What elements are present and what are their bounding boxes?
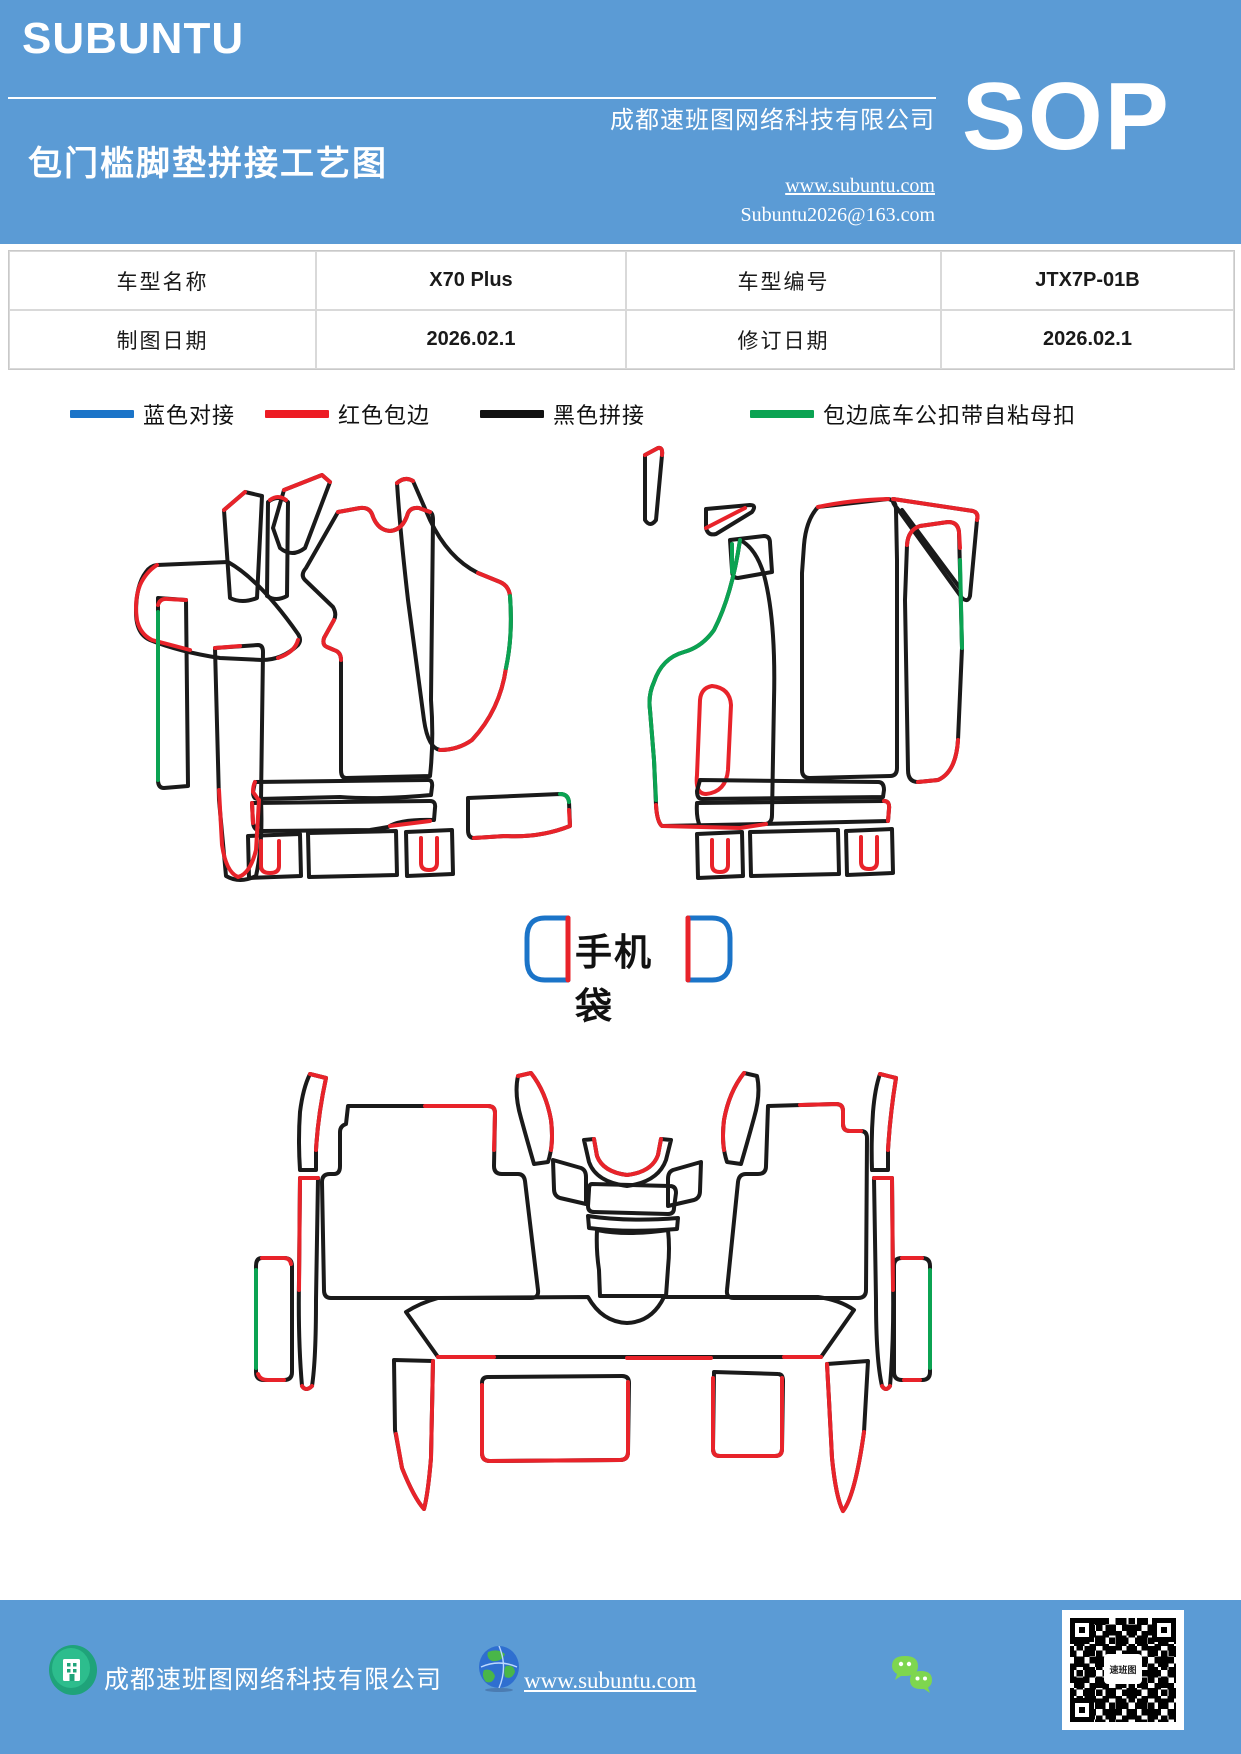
sill-bar	[251, 778, 435, 801]
legend-item-red: 红色包边	[265, 398, 430, 430]
company-name: 成都速班图网络科技有限公司	[610, 108, 935, 134]
globe-icon	[479, 1646, 519, 1692]
small-block	[404, 828, 455, 878]
console-strip	[721, 1071, 761, 1166]
bottom-box	[480, 1374, 631, 1463]
front-left-mat-group	[134, 473, 572, 882]
small-block	[306, 829, 399, 879]
cape-inner-line	[900, 508, 962, 590]
edge-block	[254, 1256, 294, 1382]
edge-block	[892, 1256, 932, 1382]
sop-label: SOP	[962, 63, 1171, 170]
red-edging	[643, 445, 980, 874]
arm-piece	[134, 560, 302, 662]
blade-piece	[222, 490, 264, 603]
legend-bar: 蓝色对接 红色包边 黑色拼接 包边底车公扣带自粘母扣	[0, 398, 1241, 438]
phone-bag-right	[685, 915, 733, 983]
console-stem	[594, 1228, 671, 1298]
console-quad	[666, 1160, 703, 1208]
red-line-swatch	[265, 410, 329, 418]
red-edging	[134, 473, 572, 879]
sill-bar	[695, 778, 886, 801]
console-quad	[551, 1158, 588, 1206]
footer-band: 成都速班图网络科技有限公司 www.subuntu.com 速班图	[0, 1600, 1241, 1754]
leaf-piece	[647, 538, 777, 828]
table-cell-label: 车型名称	[9, 251, 316, 310]
qr-code: 速班图	[1062, 1610, 1184, 1730]
wechat-icon	[892, 1656, 932, 1693]
qr-center-badge: 速班图	[1104, 1654, 1142, 1684]
leaf-cutout	[694, 684, 733, 796]
rear-sill-bar	[404, 1295, 856, 1359]
qr-finder-square	[1070, 1698, 1094, 1722]
table-cell-value: JTX7P-01B	[941, 251, 1234, 310]
console-box	[586, 1182, 678, 1216]
qr-finder-square	[1070, 1618, 1094, 1642]
vehicle-info-table: 车型名称 X70 Plus 车型编号 JTX7P-01B 制图日期 2026.0…	[8, 250, 1235, 370]
legend-item-black: 黑色拼接	[480, 398, 645, 430]
main-mat-outline	[800, 497, 899, 780]
phone-bag-label: 手机袋	[575, 932, 653, 1027]
table-cell-label: 车型编号	[626, 251, 941, 310]
phone-bag-left	[524, 915, 571, 983]
small-block	[844, 827, 895, 877]
table-cell-value: X70 Plus	[316, 251, 626, 310]
rear-mat-group	[254, 1071, 932, 1513]
hook-piece	[643, 445, 665, 526]
legend-item-green: 包边底车公扣带自粘母扣	[750, 398, 1076, 430]
green-edging	[647, 538, 964, 802]
blade-piece	[704, 503, 757, 537]
green-edging	[254, 1268, 932, 1370]
green-line-swatch	[750, 410, 814, 418]
qr-finder-square	[1152, 1618, 1176, 1642]
table-cell-label: 制图日期	[9, 310, 316, 369]
front-right-mat-group	[643, 445, 980, 880]
green-edging	[156, 594, 571, 804]
blue-line-swatch	[70, 410, 134, 418]
legend-item-blue: 蓝色对接	[70, 398, 235, 430]
bottom-box	[711, 1370, 785, 1458]
side-strip	[156, 596, 190, 790]
email-text: Subuntu2026@163.com	[740, 204, 935, 226]
red-edging	[256, 1071, 924, 1513]
header-band: SUBUNTU 包门槛脚垫拼接工艺图 成都速班图网络科技有限公司 www.sub…	[0, 0, 1241, 244]
table-cell-label: 修订日期	[626, 310, 941, 369]
header-contact-block: 成都速班图网络科技有限公司 www.subuntu.com Subuntu202…	[455, 100, 935, 227]
phone-bag-pieces	[524, 915, 733, 983]
console-strip	[514, 1071, 554, 1166]
small-block	[695, 830, 745, 880]
page-title: 包门槛脚垫拼接工艺图	[28, 145, 388, 183]
rear-left-mat	[320, 1104, 541, 1300]
header-divider	[8, 97, 936, 99]
company-building-icon	[49, 1645, 97, 1695]
website-link[interactable]: www.subuntu.com	[785, 175, 935, 197]
footer-company-name: 成都速班图网络科技有限公司	[104, 1667, 443, 1694]
table-cell-value: 2026.02.1	[941, 310, 1234, 369]
small-block	[246, 832, 303, 880]
edge-strip	[869, 1072, 898, 1172]
black-line-swatch	[480, 410, 544, 418]
small-block	[748, 828, 841, 878]
table-cell-value: 2026.02.1	[316, 310, 626, 369]
sill-bar	[250, 799, 438, 833]
brand-logo: SUBUNTU	[22, 14, 245, 63]
footer-website-link[interactable]: www.subuntu.com	[524, 1668, 697, 1693]
